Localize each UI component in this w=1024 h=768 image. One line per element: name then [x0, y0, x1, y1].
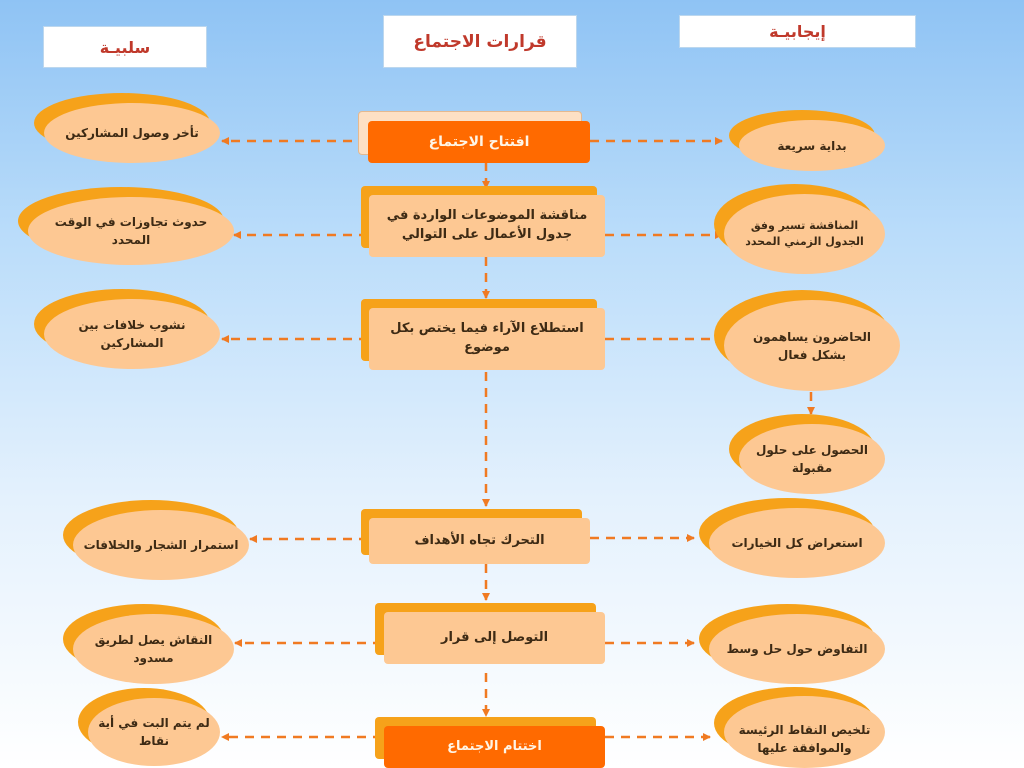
positive-label: التفاوض حول حل وسط [726, 642, 868, 656]
negative-deadlock: النقاش يصل لطريق مسدود [63, 604, 234, 684]
step-open-meeting: افتتاح الاجتماع [358, 111, 590, 163]
positive-summarize-agree: تلخيص النقاط الرئيسة والموافقة عليها [714, 687, 885, 768]
step-label: مناقشة الموضوعات الواردة في جدول الأعمال… [386, 208, 588, 242]
negative-no-decision: لم يتم البت في أية نقاط [78, 688, 220, 766]
step-label: افتتاح الاجتماع [428, 133, 530, 150]
title-header: قرارات الاجتماع [383, 15, 577, 68]
positive-active-participation: الحاضرون يساهمون بشكل فعال [714, 290, 900, 391]
negative-label: النقاش يصل لطريق مسدود [94, 633, 213, 665]
negative-time-overrun: حدوث تجاوزات في الوقت المحدد [18, 187, 234, 265]
step-label: استطلاع الآراء فيما يختص بكل موضوع [390, 321, 584, 355]
positive-header-label: إيجابيـة [769, 22, 826, 41]
step-label: التحرك تجاه الأهداف [414, 532, 545, 548]
negative-label: لم يتم البت في أية نقاط [98, 716, 210, 748]
positive-label: الحاضرون يساهمون بشكل فعال [752, 329, 872, 362]
negative-disputes: نشوب خلافات بين المشاركين [34, 289, 220, 369]
step-label: اختتام الاجتماع [447, 738, 542, 754]
step-poll-opinions: استطلاع الآراء فيما يختص بكل موضوع [361, 299, 605, 370]
step-close-meeting: اختتام الاجتماع [375, 717, 605, 768]
negative-header-label: سلبيـة [99, 37, 151, 57]
step-discuss-agenda: مناقشة الموضوعات الواردة في جدول الأعمال… [361, 186, 605, 257]
page-title: قرارات الاجتماع [413, 31, 547, 52]
positive-label: تلخيص النقاط الرئيسة والموافقة عليها [738, 723, 871, 755]
positive-label: الحصول على حلول مقبولة [755, 443, 869, 475]
negative-label: تأخر وصول المشاركين [65, 126, 199, 140]
negative-header: سلبيـة [43, 26, 207, 68]
positive-quick-start: بداية سريعة [729, 110, 885, 171]
negative-label: نشوب خلافات بين المشاركين [78, 318, 186, 350]
step-label: التوصل إلى قرار [440, 629, 549, 645]
negative-label: حدوث تجاوزات في الوقت المحدد [54, 215, 208, 247]
step-move-to-goals: التحرك تجاه الأهداف [361, 509, 590, 564]
positive-on-schedule: المناقشة تسير وفق الجدول الزمني المحدد [714, 184, 885, 274]
positive-label: بداية سريعة [777, 138, 847, 153]
positive-label: المناقشة تسير وفق الجدول الزمني المحدد [745, 218, 864, 249]
positive-compromise: التفاوض حول حل وسط [699, 604, 885, 684]
positive-header: إيجابيـة [679, 15, 916, 48]
negative-late-arrival: تأخر وصول المشاركين [34, 93, 220, 163]
positive-review-options: استعراض كل الخيارات [699, 498, 885, 578]
positive-acceptable-solutions: الحصول على حلول مقبولة [729, 414, 885, 494]
positive-label: استعراض كل الخيارات [731, 536, 863, 550]
negative-label: استمرار الشجار والخلافات [83, 538, 239, 552]
negative-continued-quarrels: استمرار الشجار والخلافات [63, 500, 249, 580]
step-reach-decision: التوصل إلى قرار [375, 603, 605, 664]
